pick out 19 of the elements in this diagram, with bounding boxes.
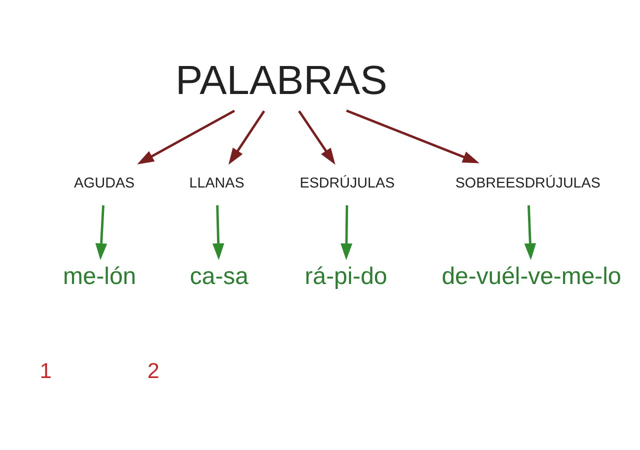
node-text: LLANAS (189, 174, 244, 191)
arrow (340, 204, 352, 260)
node-text: rá-pi-do (304, 262, 388, 290)
arrow (346, 109, 480, 163)
arrow (524, 204, 536, 260)
node-text: ESDRÚJULAS (300, 174, 395, 191)
node-text: PALABRAS (176, 56, 388, 103)
node-text: AGUDAS (74, 174, 135, 191)
node-text: SOBREESDRÚJULAS (455, 174, 600, 191)
node-text: me-lón (62, 262, 136, 290)
arrow (298, 110, 336, 164)
arrow (228, 110, 266, 164)
label: 2 (147, 358, 160, 382)
arrow (137, 109, 235, 164)
node-text: ca-sa (190, 262, 248, 290)
arrow (212, 204, 224, 260)
label: 1 (40, 358, 52, 382)
arrow (95, 204, 108, 260)
node-text: de-vuél-ve-me-lo (442, 262, 622, 290)
